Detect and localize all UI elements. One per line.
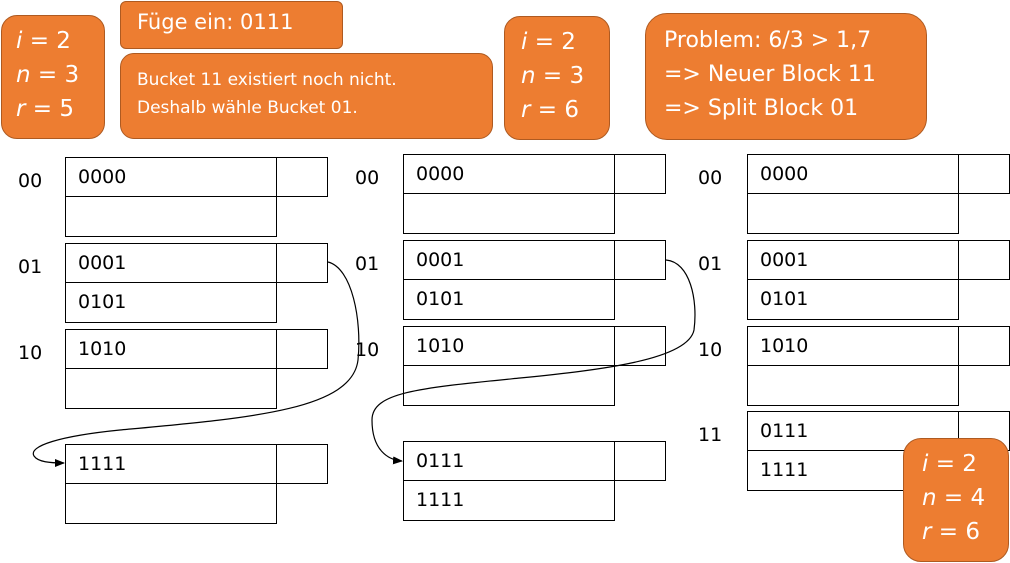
overflow-arrow-1	[32, 261, 360, 467]
stat-r-label: r	[521, 97, 531, 123]
bucket-label-00: 00	[355, 167, 380, 189]
bucket-01-slot-1: 0001	[65, 243, 277, 283]
bucket-00-pointer	[614, 154, 666, 194]
bucket-00-slot-2	[403, 193, 615, 234]
overflow-slot-2	[65, 483, 277, 524]
bucket-01-pointer	[276, 243, 328, 283]
bucket-01-pointer	[614, 240, 666, 280]
stats-box-2: i = 2 n = 3 r = 6	[504, 16, 610, 140]
overflow-arrow-2	[371, 259, 696, 465]
stat-n-value: = 4	[943, 485, 986, 511]
bucket-10-pointer	[276, 329, 328, 369]
note-line-1: Bucket 11 existiert noch nicht.	[137, 70, 397, 90]
bucket-label-10: 10	[355, 339, 380, 361]
note-line-2: Deshalb wähle Bucket 01.	[137, 98, 358, 118]
bucket-label-11: 11	[698, 424, 723, 446]
bucket-10-slot-2	[65, 368, 277, 409]
bucket-label-10: 10	[18, 342, 43, 364]
stat-n-label: n	[521, 63, 536, 89]
stat-i-value: = 2	[29, 28, 71, 54]
bucket-10-pointer	[614, 326, 666, 366]
problem-line-2: => Neuer Block 11	[664, 62, 876, 87]
bucket-10-slot-1: 1010	[747, 326, 959, 366]
bucket-label-01: 01	[355, 253, 380, 275]
stat-n-value: = 3	[542, 63, 585, 89]
stat-n-label: n	[922, 485, 937, 511]
stat-r-label: r	[922, 519, 932, 545]
stats-box-3: i = 2 n = 4 r = 6	[903, 438, 1009, 562]
problem-box: Problem: 6/3 > 1,7 => Neuer Block 11 => …	[645, 13, 927, 140]
bucket-01-pointer	[958, 240, 1010, 280]
bucket-01-slot-2: 0101	[403, 279, 615, 320]
note-box: Bucket 11 existiert noch nicht. Deshalb …	[120, 53, 493, 139]
bucket-label-01: 01	[698, 253, 723, 275]
overflow-slot-1: 0111	[403, 441, 615, 481]
stat-r-value: = 6	[938, 519, 980, 545]
bucket-00-pointer	[958, 154, 1010, 194]
stat-i-value: = 2	[935, 451, 977, 477]
stats-box-1: i = 2 n = 3 r = 5	[1, 15, 105, 139]
bucket-label-01: 01	[18, 256, 43, 278]
overflow-slot-2: 1111	[403, 480, 615, 521]
bucket-00-slot-2	[65, 196, 277, 237]
overflow-slot-1: 1111	[65, 444, 277, 484]
insert-text: Füge ein: 0111	[137, 10, 294, 34]
stat-i-label: i	[16, 28, 23, 54]
problem-line-1: Problem: 6/3 > 1,7	[664, 28, 872, 53]
problem-line-3: => Split Block 01	[664, 96, 859, 121]
bucket-00-pointer	[276, 157, 328, 197]
bucket-01-slot-2: 0101	[747, 279, 959, 320]
bucket-00-slot-2	[747, 193, 959, 234]
overflow-pointer	[276, 444, 328, 484]
bucket-10-slot-1: 1010	[65, 329, 277, 369]
bucket-label-00: 00	[698, 167, 723, 189]
stat-i-value: = 2	[534, 29, 576, 55]
insert-box: Füge ein: 0111	[120, 1, 343, 49]
stat-i-label: i	[521, 29, 528, 55]
bucket-label-00: 00	[18, 170, 43, 192]
stat-r-value: = 6	[537, 97, 579, 123]
bucket-label-10: 10	[698, 339, 723, 361]
stat-r-value: = 5	[32, 96, 74, 122]
bucket-10-pointer	[958, 326, 1010, 366]
stat-r-label: r	[16, 96, 26, 122]
stat-n-value: = 3	[37, 62, 80, 88]
bucket-10-slot-1: 1010	[403, 326, 615, 366]
bucket-01-slot-2: 0101	[65, 282, 277, 323]
overflow-pointer	[614, 441, 666, 481]
stat-n-label: n	[16, 62, 31, 88]
stat-i-label: i	[922, 451, 929, 477]
bucket-10-slot-2	[747, 365, 959, 406]
